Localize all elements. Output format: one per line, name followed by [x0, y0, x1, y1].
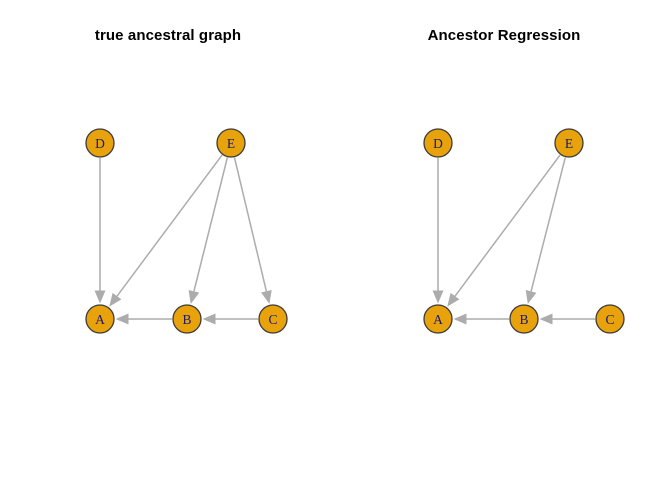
edge-e-to-c [233, 157, 272, 304]
node-circle[interactable] [595, 304, 625, 334]
edge-c-to-b [539, 313, 595, 325]
arrowhead-icon [432, 290, 444, 304]
arrowhead-icon [261, 290, 272, 304]
node-e[interactable]: E [554, 128, 584, 158]
node-b[interactable]: B [509, 304, 539, 334]
node-circle[interactable] [423, 304, 453, 334]
edge-line [233, 157, 268, 292]
node-circle[interactable] [554, 128, 584, 158]
node-d[interactable]: D [85, 128, 115, 158]
panel-true-ancestral-graph: true ancestral graph D E A B C [85, 27, 288, 334]
node-e[interactable]: E [216, 128, 246, 158]
node-circle[interactable] [216, 128, 246, 158]
arrowhead-icon [94, 290, 106, 304]
node-c[interactable]: C [595, 304, 625, 334]
arrowhead-icon [447, 292, 460, 307]
edge-e-to-a [447, 154, 561, 307]
node-circle[interactable] [423, 128, 453, 158]
panel-ancestor-regression: Ancestor Regression D E A B C [336, 0, 672, 480]
arrowhead-icon [539, 313, 553, 325]
arrowhead-icon [525, 290, 537, 304]
panel-title-right: Ancestor Regression [427, 27, 581, 44]
edge-d-to-a [94, 158, 106, 304]
graph-true-ancestral-graph: D E A B C [85, 128, 288, 334]
edge-line [530, 157, 567, 292]
edge-e-to-b [188, 157, 229, 304]
arrowhead-icon [453, 313, 467, 325]
edge-b-to-a [115, 313, 172, 325]
node-a[interactable]: A [423, 304, 453, 334]
edge-line [193, 157, 229, 292]
arrowhead-icon [115, 313, 129, 325]
edge-e-to-b [525, 157, 567, 304]
edge-e-to-a [109, 154, 223, 307]
node-a[interactable]: A [85, 304, 115, 334]
edge-d-to-a [432, 158, 444, 304]
arrowhead-icon [109, 292, 122, 307]
edge-c-to-b [202, 313, 258, 325]
node-circle[interactable] [258, 304, 288, 334]
arrowhead-icon [202, 313, 216, 325]
arrowhead-icon [188, 290, 200, 304]
edge-line [454, 154, 561, 297]
node-c[interactable]: C [258, 304, 288, 334]
edge-b-to-a [453, 313, 509, 325]
node-circle[interactable] [509, 304, 539, 334]
panel-title-left: true ancestral graph [94, 27, 242, 44]
node-b[interactable]: B [172, 304, 202, 334]
graph-ancestor-regression: D E A B C [423, 128, 625, 334]
node-circle[interactable] [172, 304, 202, 334]
node-d[interactable]: D [423, 128, 453, 158]
edge-line [116, 154, 223, 297]
node-circle[interactable] [85, 304, 115, 334]
node-circle[interactable] [85, 128, 115, 158]
